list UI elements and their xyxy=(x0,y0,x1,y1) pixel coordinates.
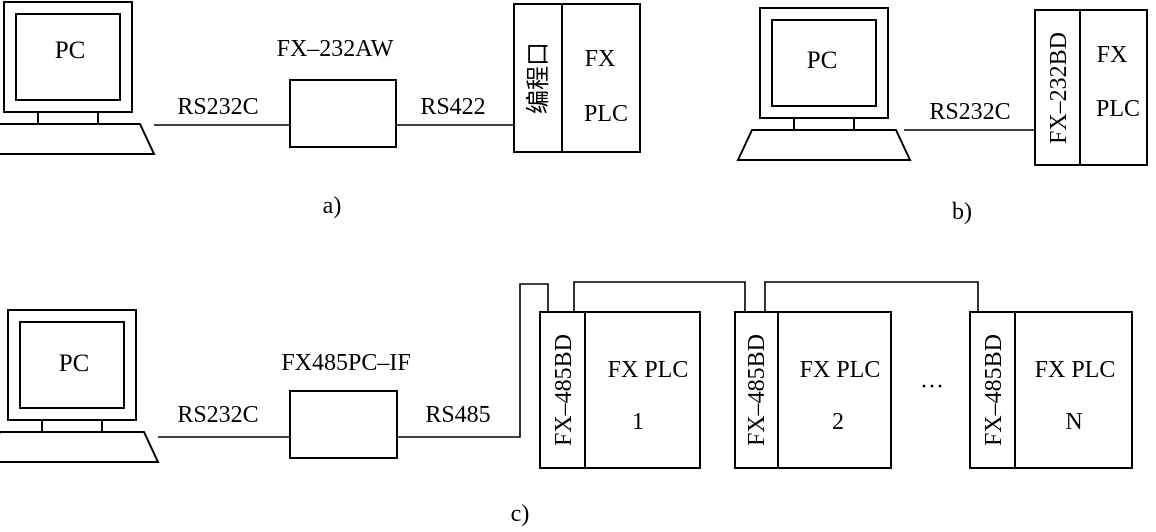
converter-a-box xyxy=(289,79,397,148)
pc-c-label: PC xyxy=(59,350,90,377)
unit-n-plc-label: FX PLC xyxy=(1035,357,1116,383)
plc-b-box xyxy=(1034,9,1148,166)
rs485-bus-wire xyxy=(397,283,549,438)
bus-link-2-n xyxy=(764,281,979,312)
unit-1-board-label: FX–485BD xyxy=(551,334,577,446)
unit-n-board-label: FX–485BD xyxy=(981,334,1007,446)
pc-a-label: PC xyxy=(55,37,86,64)
pc-a-shape xyxy=(0,1,155,155)
panel-c: PC RS232C FX485PC–IF RS485 FX–485BD FX P… xyxy=(0,281,1133,527)
panel-a-link1-label: RS232C xyxy=(177,94,258,120)
plc-unit-n: FX–485BD FX PLC N xyxy=(969,311,1133,469)
unit-n-index: N xyxy=(1065,409,1082,435)
plc-unit-1-box xyxy=(539,311,701,469)
plc-a-box xyxy=(513,3,641,153)
pc-b-shape xyxy=(737,7,911,161)
board-232bd-label: FX–232BD xyxy=(1046,32,1072,144)
unit-2-plc-label: FX PLC xyxy=(800,357,881,383)
panel-c-link2-label: RS485 xyxy=(425,402,490,428)
converter-a-label: FX–232AW xyxy=(277,36,394,62)
unit-2-board-label: FX–485BD xyxy=(744,334,770,446)
plc-a-line1: FX xyxy=(585,46,616,72)
pc-b-label: PC xyxy=(807,47,838,74)
plc-unit-2-box xyxy=(734,311,892,469)
panel-c-caption: c) xyxy=(511,501,530,527)
programming-port-label: 编程口 xyxy=(525,42,552,114)
plc-unit-n-box xyxy=(969,311,1133,469)
panel-b-link-label: RS232C xyxy=(929,99,1010,125)
plc-unit-2: FX–485BD FX PLC 2 xyxy=(734,311,892,469)
pc-a: PC xyxy=(0,1,155,155)
pc-b: PC xyxy=(737,7,911,161)
converter-c-label: FX485PC–IF xyxy=(281,350,410,376)
ellipsis: ··· xyxy=(920,374,944,400)
panel-a: PC RS232C FX–232AW RS422 编程口 FX PLC a) xyxy=(0,1,641,219)
panel-b: PC RS232C FX–232BD FX PLC b) xyxy=(737,7,1148,225)
pc-c: PC xyxy=(0,309,159,463)
unit-1-index: 1 xyxy=(632,409,644,435)
plc-a: 编程口 FX PLC xyxy=(513,3,641,153)
plc-b-line1: FX xyxy=(1097,42,1128,68)
pc-c-shape xyxy=(0,309,159,463)
bus-link-1-2 xyxy=(573,281,746,312)
panel-b-caption: b) xyxy=(952,199,972,225)
panel-c-link1-label: RS232C xyxy=(177,402,258,428)
plc-b-line2: PLC xyxy=(1096,96,1140,122)
unit-1-plc-label: FX PLC xyxy=(608,357,689,383)
panel-a-caption: a) xyxy=(323,193,342,219)
panel-a-link2-label: RS422 xyxy=(420,94,485,120)
plc-a-line2: PLC xyxy=(584,101,628,127)
converter-c-box xyxy=(289,390,398,459)
plc-b: FX–232BD FX PLC xyxy=(1034,9,1148,166)
plc-unit-1: FX–485BD FX PLC 1 xyxy=(539,311,701,469)
unit-2-index: 2 xyxy=(832,409,844,435)
